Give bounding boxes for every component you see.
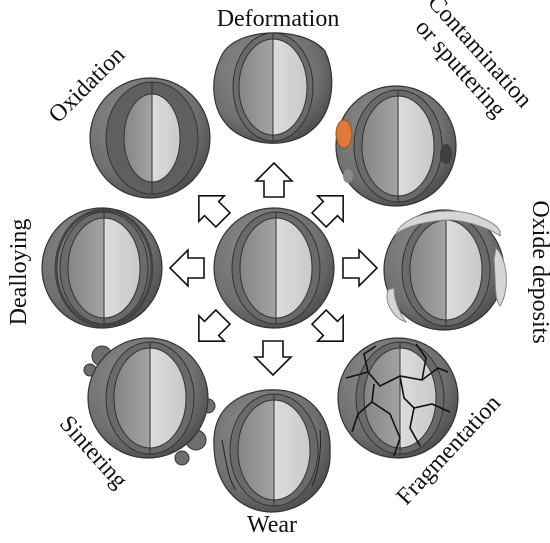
label-dealloying: Dealloying [6,219,32,326]
up-left-arrow-icon [185,182,237,234]
down-left-arrow-icon [185,303,237,355]
left-arrow-icon [169,249,205,287]
label-deformation: Deformation [217,6,340,32]
oxide-deposit-left [386,287,408,323]
sinter-bead [174,450,190,466]
contamination-spot [335,119,353,149]
contamination-particle [335,85,457,207]
down-arrow-icon [254,340,292,376]
oxide-deposits-particle [383,209,507,331]
oxide-deposit-top [394,210,501,237]
oxide-deposit-right [493,246,507,307]
center-particle [213,207,335,329]
up-arrow-icon [255,162,293,198]
label-wear: Wear [247,512,297,538]
wear-particle [213,389,331,513]
dealloying-particle [41,207,163,329]
crack-lines [345,343,451,457]
deformation-particle [213,32,333,144]
fragmentation-particle [337,337,459,459]
label-oxide-deposits: Oxide deposits [527,200,550,343]
right-arrow-icon [342,249,378,287]
oxidation-particle [89,77,211,199]
sintering-particle [83,337,216,466]
